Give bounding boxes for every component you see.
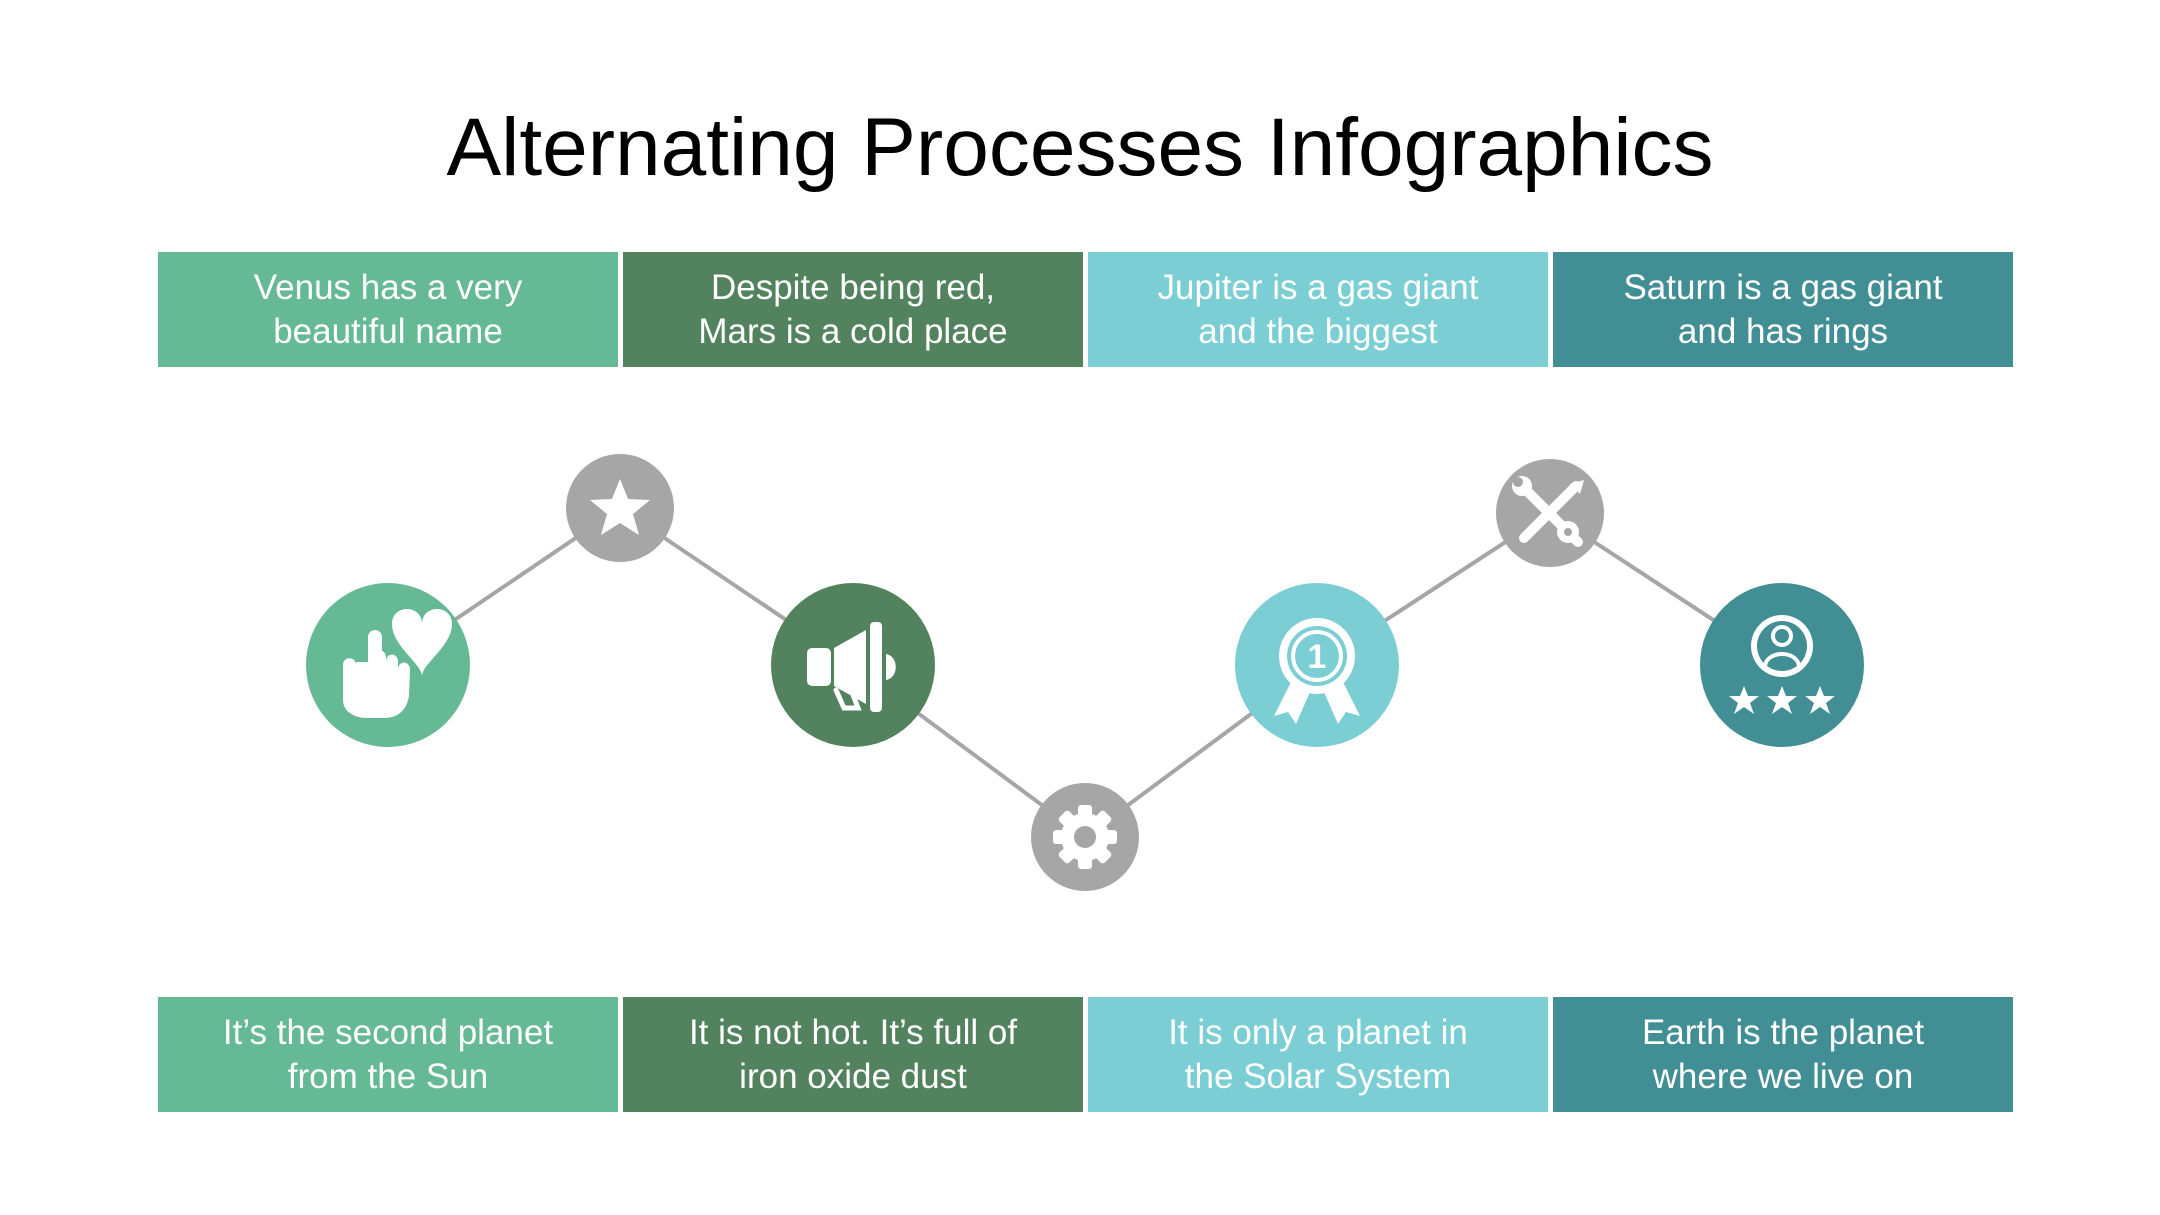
step-3-node: 1 [1235,583,1399,747]
page-title: Alternating Processes Infographics [446,102,1714,193]
top-box-4-text: Saturn is a gas giant and has rings [1623,267,1943,351]
connector-node-3 [1496,459,1604,567]
top-box-3-text: Jupiter is a gas giant and the biggest [1157,267,1479,351]
top-box-3: Jupiter is a gas giant and the biggest [1088,252,1548,367]
bottom-box-3: It is only a planet in the Solar System [1088,997,1548,1112]
tools-icon [1512,476,1584,547]
top-box-2-text: Despite being red, Mars is a cold place [698,267,1008,351]
bottom-box-4: Earth is the planet where we live on [1553,997,2013,1112]
user-rating-icon [1729,615,1835,714]
bottom-box-4-text: Earth is the planet where we live on [1641,1012,1925,1096]
megaphone-icon [807,622,896,712]
star-icon [590,479,650,535]
bottom-box-3-text: It is only a planet in the Solar System [1168,1012,1468,1096]
bottom-box-2: It is not hot. It’s full of iron oxide d… [623,997,1083,1112]
bottom-box-2-text: It is not hot. It’s full of iron oxide d… [688,1012,1018,1096]
step-4-node [1700,583,1864,747]
connector-node-1 [566,454,674,562]
step-1-node [306,583,470,747]
hand-heart-icon [343,609,452,718]
gear-icon [1053,805,1117,869]
top-box-4: Saturn is a gas giant and has rings [1553,252,2013,367]
medal-icon: 1 [1274,618,1360,724]
step-2-node [771,583,935,747]
top-box-1: Venus has a very beautiful name [158,252,618,367]
top-box-2: Despite being red, Mars is a cold place [623,252,1083,367]
top-box-1-text: Venus has a very beautiful name [253,267,523,351]
bottom-box-1: It’s the second planet from the Sun [158,997,618,1112]
connector-node-2 [1031,783,1139,891]
bottom-box-1-text: It’s the second planet from the Sun [222,1012,554,1096]
medal-number: 1 [1308,638,1327,676]
